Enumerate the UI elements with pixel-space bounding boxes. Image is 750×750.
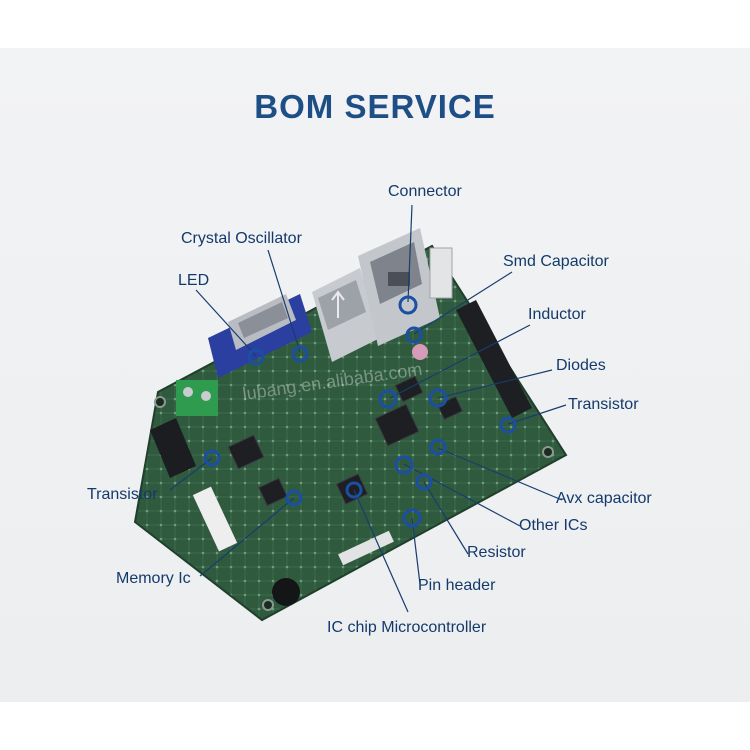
label-avx-capacitor: Avx capacitor: [556, 490, 652, 507]
terminal-block: [176, 380, 218, 416]
label-diodes: Diodes: [556, 357, 606, 374]
label-inductor: Inductor: [528, 306, 586, 323]
left-header: [150, 418, 196, 478]
label-pin-header: Pin header: [418, 577, 496, 594]
label-other-ics: Other ICs: [519, 517, 588, 534]
label-crystal-oscillator: Crystal Oscillator: [181, 230, 302, 247]
ic-chips: [227, 375, 464, 507]
label-transistor-right: Transistor: [568, 396, 639, 413]
label-ic-chip-microcontroller: IC chip Microcontroller: [327, 619, 487, 636]
silkscreen-label: [192, 486, 238, 552]
side-connector: [429, 247, 453, 299]
leader-lines: [169, 204, 567, 613]
usb-connector: [312, 268, 380, 362]
capacitor-pink: [412, 344, 428, 360]
ethernet-connector: [358, 228, 440, 346]
label-smd-capacitor: Smd Capacitor: [503, 253, 609, 270]
label-connector: Connector: [388, 183, 462, 200]
edge-connector: [456, 300, 532, 418]
label-led: LED: [178, 272, 210, 289]
ribbon-connector: [338, 530, 394, 566]
label-transistor-left: Transistor: [87, 486, 158, 503]
buzzer: [272, 578, 300, 606]
page-title: BOM SERVICE: [254, 88, 496, 125]
vga-connector: [208, 294, 312, 378]
label-resistor: Resistor: [467, 544, 526, 561]
label-memory-ic: Memory Ic: [116, 570, 191, 587]
component-markers: [203, 295, 517, 528]
